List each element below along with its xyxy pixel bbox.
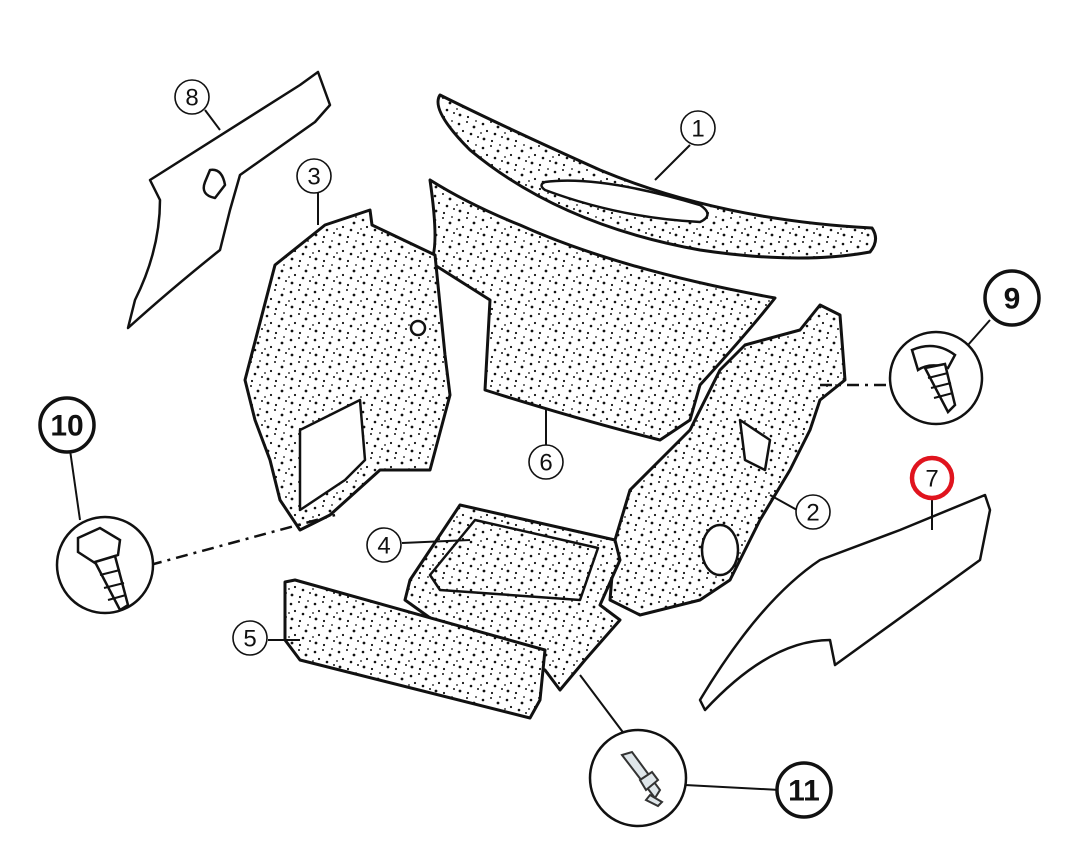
callout-2: 2 [795,494,831,530]
callout-label: 10 [50,410,83,443]
callout-3: 3 [296,158,332,194]
part-4-floor-mat [403,503,622,692]
callout-8: 8 [174,79,210,115]
callout-label: 7 [925,466,938,493]
screw-detail-10 [55,515,155,615]
callout-4: 4 [366,527,402,563]
callout-9: 9 [983,269,1041,327]
part-6-front-bulkhead-trim [428,178,777,442]
part-3-left-side-trim [243,208,452,532]
callout-label: 9 [1004,283,1021,316]
callout-10: 10 [38,396,96,454]
leader-lines [69,109,991,791]
callout-label: 6 [539,450,552,477]
callout-6: 6 [528,444,564,480]
callout-label: 4 [377,533,390,560]
callout-label: 11 [788,775,820,808]
callout-label: 2 [806,500,819,527]
callout-7-highlighted: 7 [909,455,955,501]
callout-label: 8 [185,85,198,112]
callout-label: 1 [691,116,704,143]
callout-label: 3 [307,164,320,191]
callout-5: 5 [232,620,268,656]
callout-1: 1 [680,110,716,146]
part-1-trunk-lid-liner [436,93,877,260]
clip-detail-11 [588,728,688,828]
part-2-right-side-trim [608,303,847,617]
callout-11: 11 [775,761,833,819]
part-8-left-sill-trim [126,70,332,330]
callout-label: 5 [243,626,256,653]
part-5-rear-panel-trim [283,578,547,720]
screw-detail-9 [888,330,984,426]
part-7-right-sill-trim [698,493,992,712]
